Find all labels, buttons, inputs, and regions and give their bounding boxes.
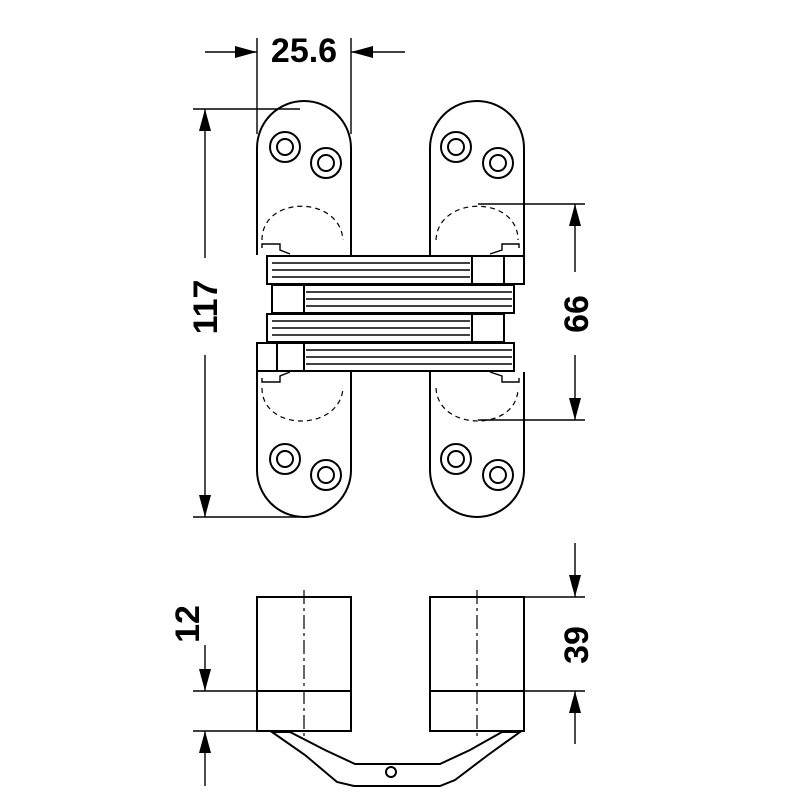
dimension-height-total: 117	[187, 108, 300, 518]
hinge-side-view: 12 39	[169, 543, 596, 787]
dimension-body-depth: 39	[524, 543, 596, 744]
dimension-slot-height: 66	[478, 203, 596, 421]
leaf-bottom-left	[256, 371, 352, 518]
side-block-left	[256, 590, 352, 738]
leaf-top-left	[256, 100, 352, 255]
side-block-right	[429, 590, 525, 738]
dimension-width-top: 25.6	[205, 32, 405, 134]
dimension-label-slot-height: 66	[558, 295, 596, 333]
dimension-label-body-depth: 39	[558, 626, 596, 664]
dimension-plate-thickness: 12	[169, 605, 257, 786]
dimension-label-width-top: 25.6	[271, 32, 337, 70]
hinge-front-view: 25.6 117 66	[187, 32, 596, 518]
hinge-arm	[268, 731, 524, 787]
hinge-link-assembly	[256, 255, 525, 372]
dimension-label-height-total: 117	[187, 280, 225, 335]
arm-pivot	[385, 766, 397, 778]
leaf-bottom-right	[429, 371, 525, 518]
leaf-top-right	[429, 100, 525, 255]
dimension-label-plate-thickness: 12	[169, 605, 207, 643]
